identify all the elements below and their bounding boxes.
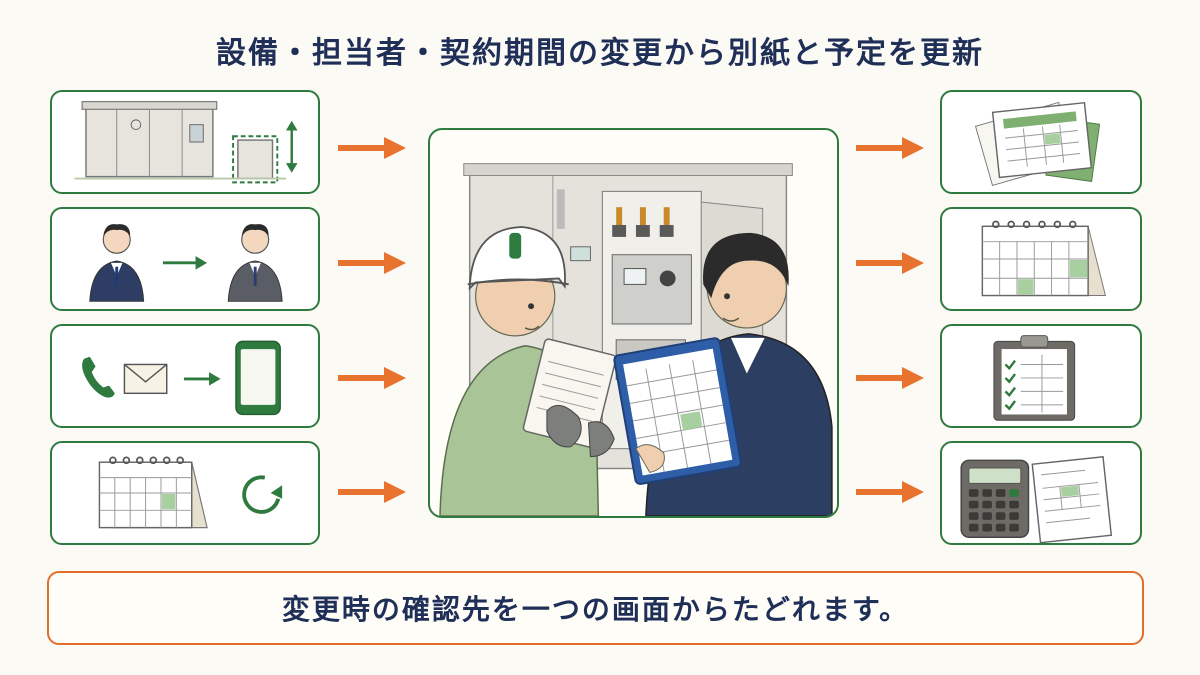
contract-period-card	[50, 441, 320, 545]
contact-to-phone-icon	[82, 340, 281, 416]
calculator-estimate-icon	[960, 456, 1113, 543]
staff-change-card	[50, 207, 320, 311]
schedule-update-card	[940, 207, 1142, 311]
estimate-update-card	[940, 441, 1142, 545]
switchgear-resize-icon	[74, 101, 298, 184]
input-arrow-3	[336, 363, 408, 393]
calendar-refresh-icon	[98, 456, 283, 529]
input-arrow-2	[336, 248, 408, 278]
checklist-update-card	[940, 324, 1142, 428]
output-arrow-2	[854, 248, 926, 278]
attachment-update-card	[940, 90, 1142, 194]
output-arrow-3	[854, 363, 926, 393]
contact-change-card	[50, 324, 320, 428]
output-arrow-1	[854, 133, 926, 163]
attachment-sheets-icon	[974, 101, 1101, 187]
input-arrow-1	[336, 133, 408, 163]
summary-banner: 変更時の確認先を一つの画面からたどれます。	[47, 571, 1144, 645]
staff-handover-icon	[89, 224, 283, 302]
desk-calendar-icon	[981, 220, 1107, 297]
technician-and-manager-review-icon	[439, 163, 833, 516]
summary-text: 変更時の確認先を一つの画面からたどれます。	[281, 593, 910, 626]
input-arrow-4	[336, 477, 408, 507]
checklist-clipboard-icon	[993, 335, 1076, 421]
output-arrow-4	[854, 477, 926, 507]
page-title: 設備・担当者・契約期間の変更から別紙と予定を更新	[216, 36, 984, 71]
center-illustration-card	[428, 128, 839, 518]
equipment-change-card	[50, 90, 320, 194]
